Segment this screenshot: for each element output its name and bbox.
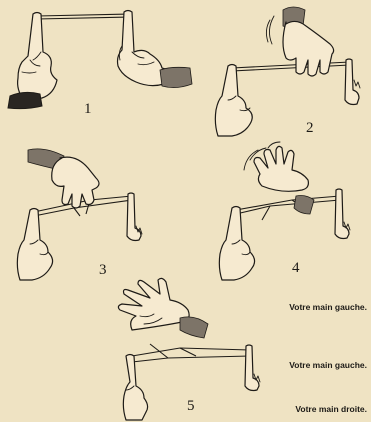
panel-3-number: 3 bbox=[99, 262, 107, 279]
panel-4-illustration bbox=[219, 142, 350, 280]
panel-5-right-hand bbox=[245, 345, 259, 391]
panel-1-number: 1 bbox=[84, 101, 92, 118]
panel-3-upper-hand bbox=[52, 157, 99, 208]
panel-5-left-hand bbox=[123, 355, 147, 421]
panel-2-string bbox=[232, 62, 350, 68]
panel-3-right-hand bbox=[127, 193, 141, 241]
panel-4-right-hand bbox=[335, 189, 349, 239]
panel-4-upper-hand bbox=[254, 146, 308, 191]
panel-1-left-cuff bbox=[8, 92, 42, 108]
caption-right-hand: Votre main droite. bbox=[295, 404, 367, 414]
panel-5-upper-cuff bbox=[180, 317, 208, 338]
caption-middle-left-hand: Votre main gauche. bbox=[289, 360, 367, 370]
panel-5-number: 5 bbox=[187, 398, 195, 415]
panel-3-string bbox=[34, 196, 132, 212]
panel-2-illustration bbox=[215, 7, 360, 136]
panel-1-right-cuff bbox=[160, 67, 192, 87]
panel-1-illustration bbox=[8, 11, 192, 109]
panel-4-upper-cuff bbox=[294, 196, 314, 215]
panel-3-illustration bbox=[17, 149, 142, 280]
panel-3-left-hand bbox=[17, 209, 52, 281]
panel-2-right-hand bbox=[345, 59, 359, 105]
panel-2-number: 2 bbox=[306, 120, 314, 137]
panel-4-string bbox=[236, 196, 340, 210]
panel-4-number: 4 bbox=[292, 260, 300, 277]
panel-1-string bbox=[37, 14, 130, 16]
panel-5-string bbox=[132, 348, 250, 356]
panel-4-left-hand bbox=[219, 207, 254, 281]
panel-2-left-hand bbox=[215, 65, 252, 137]
caption-upper-left-hand: Votre main gauche. bbox=[289, 302, 367, 312]
